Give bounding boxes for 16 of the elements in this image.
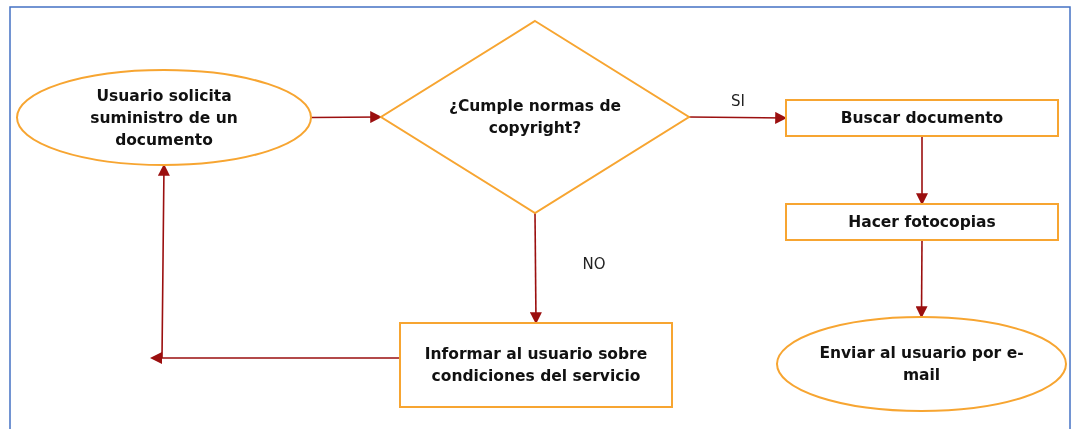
- process-box: [786, 204, 1058, 240]
- arrow: [529, 212, 542, 325]
- node-text: Buscar documento: [840, 108, 1004, 129]
- terminal-ellipse: [17, 70, 311, 165]
- node-text: Enviar al usuario por e-mail: [818, 343, 1025, 386]
- arrow: [150, 164, 401, 364]
- node-text: Usuario solicita suministro de un documento: [89, 85, 239, 151]
- process-box: [400, 323, 672, 407]
- node-text: ¿Cumple normas de copyright?: [447, 96, 622, 139]
- terminal-ellipse: [777, 317, 1066, 411]
- decision-diamond: [381, 21, 689, 213]
- node-text: Hacer fotocopias: [848, 212, 996, 233]
- process-box: [786, 100, 1058, 136]
- arrow: [916, 135, 928, 206]
- node-text: Informar al usuario sobre condiciones del servicio: [423, 344, 649, 387]
- arrow: [915, 239, 928, 319]
